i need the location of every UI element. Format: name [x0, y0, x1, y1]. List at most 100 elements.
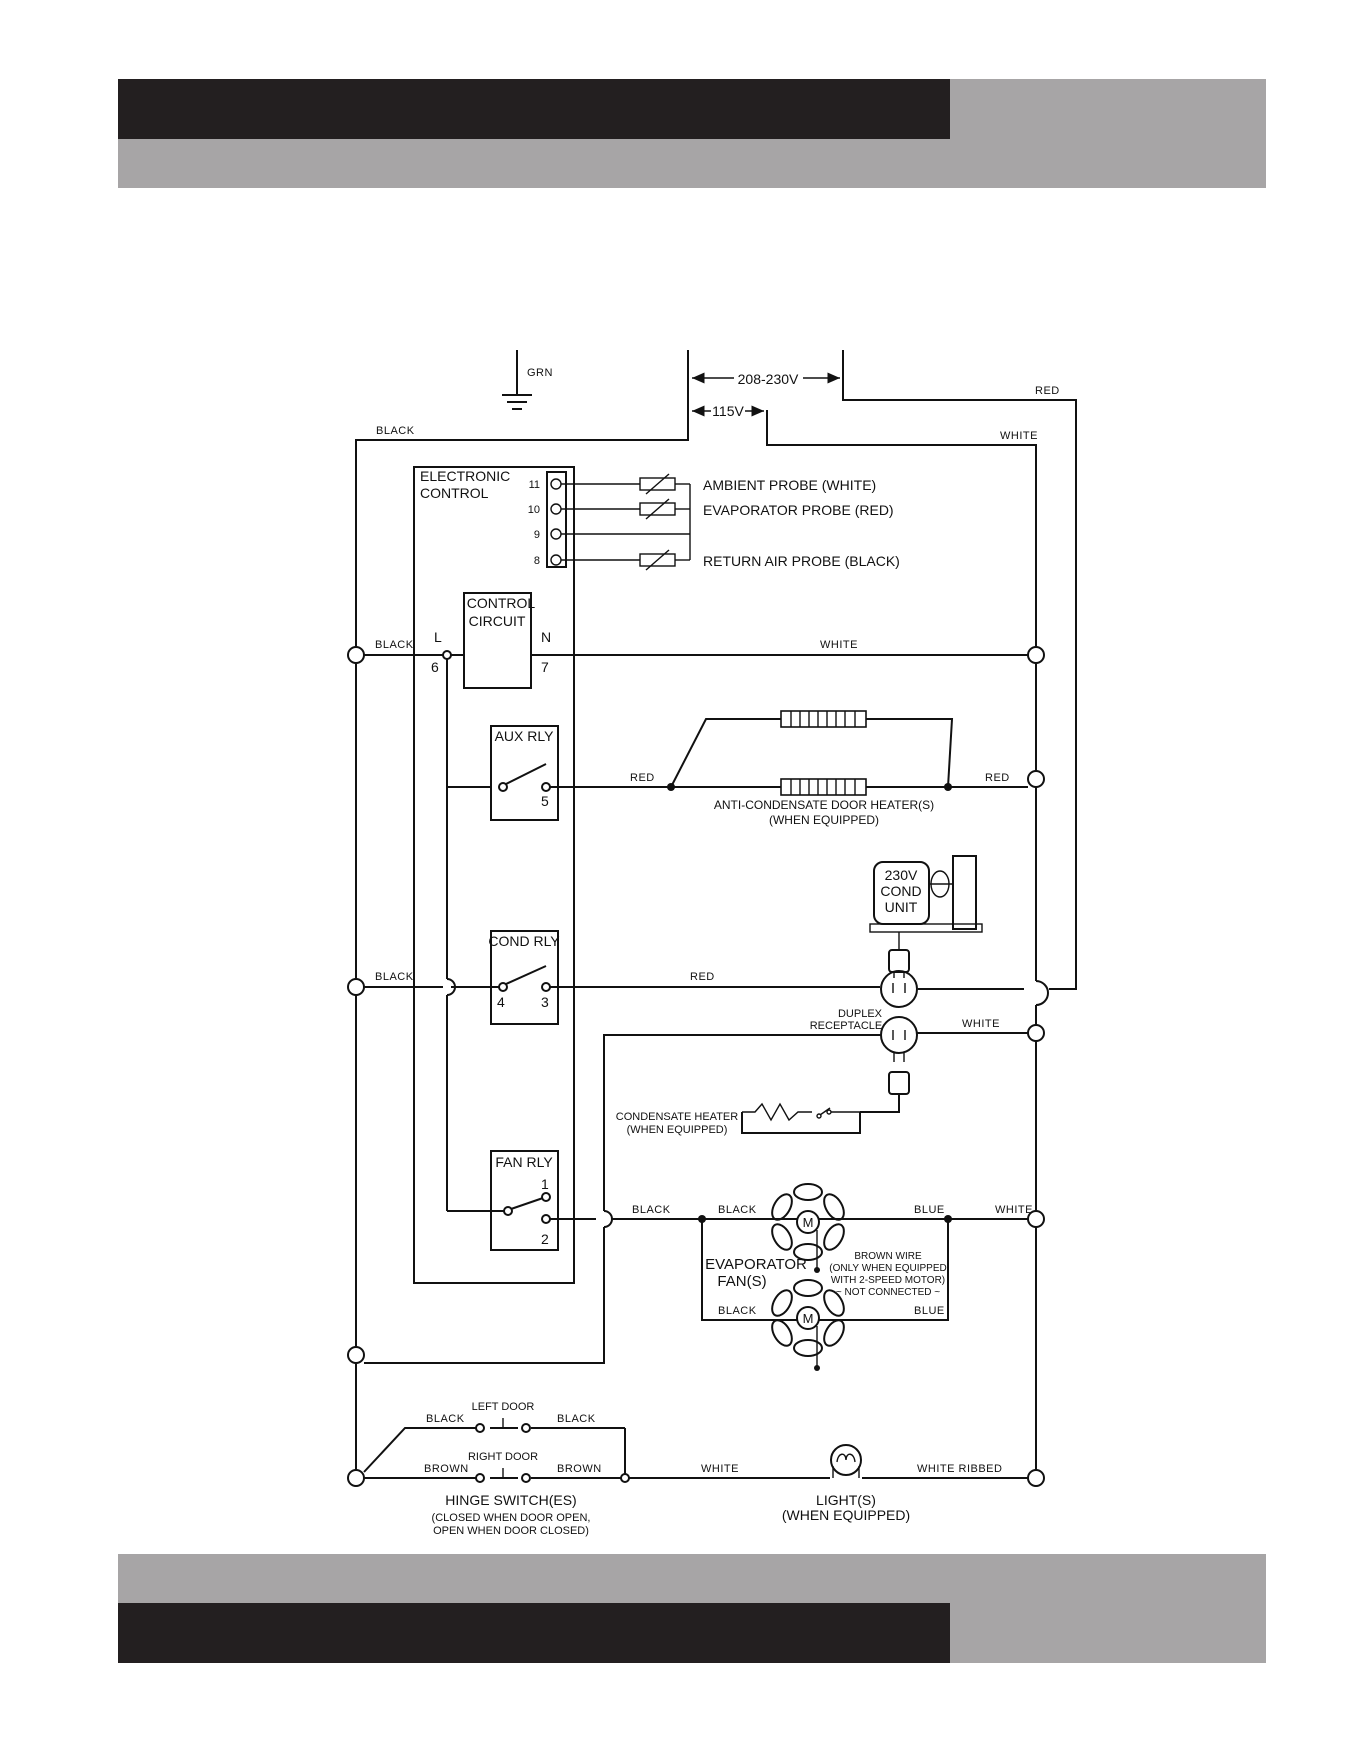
brown-wire-note-3: WITH 2-SPEED MOTOR): [831, 1275, 945, 1286]
wire-label-brown-door-1: BROWN: [424, 1463, 469, 1475]
wire-label-black-cond: BLACK: [375, 971, 414, 983]
duplex-receptacle-icon: [880, 970, 918, 1054]
hinge-switch-note-1: (CLOSED WHEN DOOR OPEN,: [432, 1512, 591, 1524]
condensate-heater-icon: [741, 1102, 861, 1134]
fan-relay-box: [490, 1150, 559, 1251]
rail-crossover: [1035, 980, 1049, 1025]
cond-relay-label: COND RLY: [488, 933, 560, 949]
cond-unit-plug: [888, 949, 910, 978]
wire-label-white-fan: WHITE: [995, 1204, 1033, 1216]
evaporator-fans-label-1: EVAPORATOR: [705, 1256, 807, 1273]
fan-terminal-1-label: 1: [541, 1176, 549, 1192]
terminal-left-3: [347, 1346, 365, 1364]
probe-thermistor-ambient: [639, 473, 676, 495]
door-switch-junction: [620, 1473, 630, 1483]
heater-label-1: ANTI-CONDENSATE DOOR HEATER(S): [714, 798, 934, 812]
anti-condensate-heater-element-1: [780, 710, 867, 728]
control-circuit-box: [463, 592, 532, 689]
wire-label-white-1: WHITE: [820, 639, 858, 651]
terminal-right-3: [1027, 1024, 1045, 1042]
duplex-label-2: RECEPTACLE: [810, 1020, 883, 1032]
left-door-switch: [475, 1418, 531, 1433]
control-circuit-label-1: CONTROL: [467, 595, 536, 611]
control-N-label: N: [541, 629, 551, 645]
wire-label-black-door-2: BLACK: [557, 1413, 596, 1425]
probe-thermistor-return-air: [639, 549, 676, 571]
light-label-1: LIGHT(S): [816, 1492, 876, 1508]
terminal-right-5: [1027, 1469, 1045, 1487]
left-door-label: LEFT DOOR: [472, 1401, 535, 1413]
aux-terminal-5-label: 5: [541, 793, 549, 809]
hinge-switch-label: HINGE SWITCH(ES): [445, 1492, 576, 1508]
footer-grey-strip: [118, 1554, 1266, 1603]
supply-230v-label: 208-230V: [738, 371, 799, 387]
wire-label-black-fan-1: BLACK: [718, 1204, 757, 1216]
cond-relay-contact: [498, 965, 551, 992]
footer-dark-bar: [118, 1603, 950, 1663]
wire-label-white-light: WHITE: [701, 1463, 739, 1475]
terminal-8-label: 8: [534, 555, 540, 567]
fan-motor-1-label: M: [803, 1215, 814, 1230]
hinge-switch-note-2: OPEN WHEN DOOR CLOSED): [433, 1525, 589, 1537]
supply-115v-label: 115V: [712, 403, 744, 419]
cond-terminal-3-label: 3: [541, 994, 549, 1010]
terminal-left-1: [347, 646, 365, 664]
electronic-control-title-2: CONTROL: [420, 485, 489, 501]
fan-motor-2-label: M: [803, 1311, 814, 1326]
header-dark-bar: [118, 79, 950, 139]
control-terminal-7-label: 7: [541, 659, 549, 675]
wire-label-red-heater: RED: [985, 772, 1010, 784]
light-bulb-icon: [830, 1444, 862, 1478]
ambient-probe-label: AMBIENT PROBE (WHITE): [703, 477, 876, 493]
condensate-heater-plug: [860, 1053, 910, 1113]
wire-label-red-aux: RED: [630, 772, 655, 784]
light-label-2: (WHEN EQUIPPED): [782, 1507, 910, 1523]
terminal-left-2: [347, 978, 365, 996]
aux-relay-label: AUX RLY: [495, 728, 555, 744]
line-row-wiring: [364, 650, 1028, 1212]
terminal-left-4: [347, 1469, 365, 1487]
wire-label-red-supply: RED: [1035, 385, 1060, 397]
receptacle-white-wiring: [364, 1032, 1028, 1364]
footer-grey-bar: [950, 1603, 1266, 1663]
wire-label-blue-fan-2: BLUE: [914, 1305, 945, 1317]
control-L-label: L: [434, 629, 442, 645]
aux-relay-contact: [498, 763, 551, 792]
fan-relay-contact: [503, 1192, 551, 1224]
terminal-10-label: 10: [528, 504, 540, 516]
cond-relay-box: [490, 930, 559, 1025]
condensing-unit-icon: [869, 855, 983, 950]
terminal-right-2: [1027, 770, 1045, 788]
supply-leads: [355, 350, 1077, 990]
wire-label-black-fan-2: BLACK: [718, 1305, 757, 1317]
terminal-screws: [550, 478, 562, 566]
cond-unit-label-2: COND: [880, 883, 921, 899]
wire-label-white-receptacle: WHITE: [962, 1018, 1000, 1030]
heater-label-2: (WHEN EQUIPPED): [769, 813, 879, 827]
right-door-label: RIGHT DOOR: [468, 1451, 538, 1463]
brown-wire-note-1: BROWN WIRE: [854, 1251, 922, 1262]
control-terminal-6-label: 6: [431, 659, 439, 675]
cond-unit-label-3: UNIT: [885, 899, 918, 915]
brown-wire-note-4: ~ NOT CONNECTED ~: [836, 1287, 940, 1298]
probe-wiring: [561, 483, 691, 561]
ground-label: GRN: [527, 367, 553, 379]
wire-label-white-supply: WHITE: [1000, 430, 1038, 442]
probe-thermistor-evaporator: [639, 498, 676, 520]
ground-symbol: [502, 350, 532, 410]
right-door-switch: [475, 1468, 531, 1483]
wire-label-black-fan: BLACK: [632, 1204, 671, 1216]
wire-label-black-supply: BLACK: [376, 425, 415, 437]
wire-label-blue-fan-1: BLUE: [914, 1204, 945, 1216]
anti-condensate-heater-element-2: [780, 778, 867, 796]
cond-row-wiring: [364, 986, 1024, 990]
electronic-control-box: [413, 466, 575, 1284]
wire-label-black-door-1: BLACK: [426, 1413, 465, 1425]
condensate-heater-label-2: (WHEN EQUIPPED): [627, 1124, 728, 1136]
cond-terminal-4-label: 4: [497, 994, 505, 1010]
fan-relay-label: FAN RLY: [495, 1154, 553, 1170]
wire-label-brown-door-2: BROWN: [557, 1463, 602, 1475]
wire-label-black-1: BLACK: [375, 639, 414, 651]
condensate-heater-label-1: CONDENSATE HEATER: [616, 1111, 738, 1123]
